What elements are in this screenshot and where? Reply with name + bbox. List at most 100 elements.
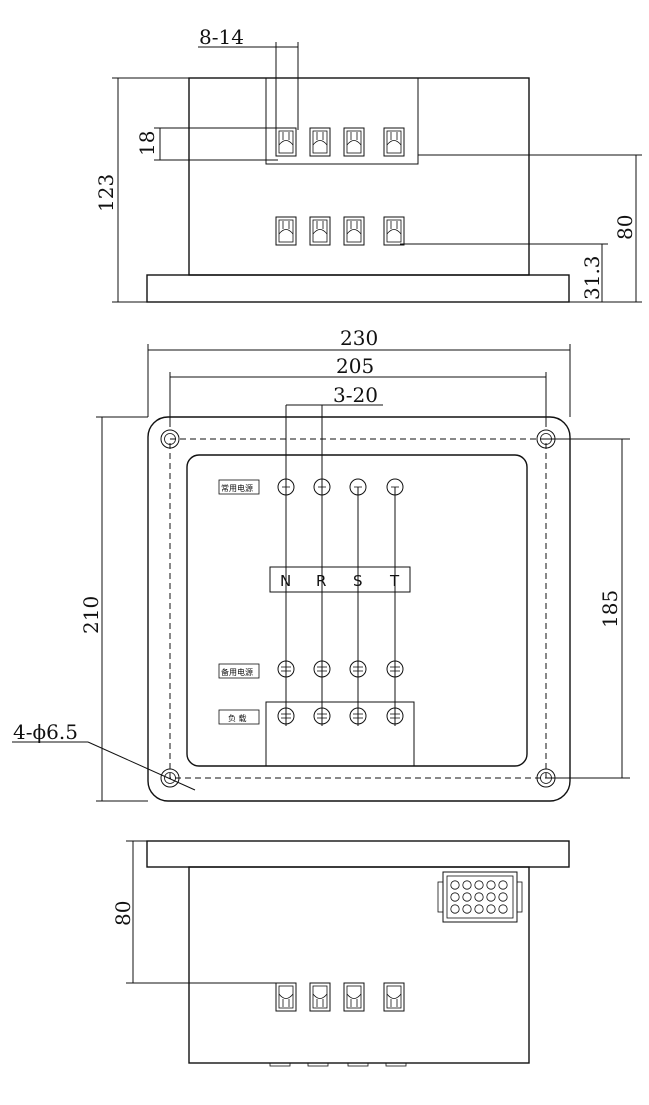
terminal-inner [386, 130, 402, 154]
connector-pin [498, 892, 508, 902]
slotted-terminal [386, 660, 404, 678]
terminal-housing [343, 216, 365, 246]
slotted-terminal [277, 707, 295, 725]
terminal-clamp [278, 993, 294, 999]
top-terminal-row-upper [275, 127, 405, 157]
terminal-column [349, 478, 367, 726]
hole-callout-leader [87, 741, 196, 791]
dim-8-14-text: 8-14 [199, 25, 244, 49]
connector-pin [462, 892, 472, 902]
terminal-housing [275, 216, 297, 246]
slotted-terminal [349, 660, 367, 678]
top-terminal-row-lower [275, 216, 405, 246]
foot [307, 1062, 329, 1067]
terminal-clamp [312, 993, 328, 999]
foot [347, 1062, 369, 1067]
slotted-terminal [349, 707, 367, 725]
screw-terminal [383, 127, 405, 157]
connector-pin [498, 904, 508, 914]
connector-pin [486, 904, 496, 914]
dim-205-text: 205 [336, 354, 374, 378]
slotted-terminal [313, 707, 331, 725]
bottom-terminal-row [275, 982, 405, 1012]
connector-pin [474, 904, 484, 914]
terminal-column [277, 405, 295, 726]
hole-inner [164, 433, 176, 445]
label-backup-power: 备用电源 [221, 667, 253, 677]
bottom-view: 80 [111, 840, 570, 1067]
load-terminal-block [265, 701, 415, 767]
screw-terminal [275, 127, 297, 157]
screw-terminal [309, 127, 331, 157]
bottom-dim-80-text: 80 [111, 901, 135, 926]
front-view: 230 205 3-20 210 185 4-ϕ6.5 常用电源 备用电源 负 … [12, 326, 630, 802]
terminal-inner [278, 219, 294, 243]
label-box-backup-power [218, 663, 260, 679]
front-outer-plate [147, 416, 571, 802]
foot [269, 1062, 291, 1067]
hole-inner [164, 772, 176, 784]
terminal-inner [278, 130, 294, 154]
terminal-inner [386, 985, 402, 1009]
terminal-inner [386, 219, 402, 243]
terminal-clamp [346, 993, 362, 999]
dim-31-3-text: 31.3 [580, 255, 604, 300]
terminal-housing [383, 127, 405, 157]
primary-terminal [349, 478, 367, 496]
primary-terminal [277, 478, 295, 496]
screw-terminal [343, 216, 365, 246]
mounting-hole [160, 768, 180, 788]
screw-terminal [275, 216, 297, 246]
phase-labels: N R S T [280, 572, 400, 590]
terminal-clamp [346, 140, 362, 146]
terminal-clamp [386, 993, 402, 999]
terminal-inner [312, 985, 328, 1009]
screw-terminal [275, 982, 297, 1012]
terminal-clamp [386, 229, 402, 235]
terminal-columns [277, 405, 404, 726]
slotted-terminal [386, 707, 404, 725]
connector-latch [516, 881, 523, 913]
bottom-view-flange [146, 840, 570, 868]
hole-outer [160, 768, 180, 788]
dim-210-text: 210 [79, 596, 103, 634]
top-view-flange [146, 274, 570, 303]
connector-latch [437, 881, 444, 913]
terminal-inner [346, 130, 362, 154]
front-mounting-outline [169, 438, 547, 779]
dim-18-text: 18 [135, 131, 159, 156]
terminal-housing [383, 216, 405, 246]
top-view: 8-14 18 123 80 31.3 [94, 25, 642, 303]
terminal-inner [278, 985, 294, 1009]
bottom-view-body [188, 866, 530, 1064]
terminal-housing [309, 127, 331, 157]
terminal-housing [343, 127, 365, 157]
connector-pin [474, 892, 484, 902]
label-primary-power: 常用电源 [221, 483, 253, 493]
screw-terminal [343, 982, 365, 1012]
connector-housing [442, 871, 518, 923]
slotted-terminal [313, 660, 331, 678]
terminal-housing [275, 982, 297, 1012]
terminal-clamp [278, 229, 294, 235]
terminal-housing [383, 982, 405, 1012]
label-load: 负 载 [228, 713, 247, 723]
terminal-column [313, 405, 331, 726]
connector-pin [450, 880, 460, 890]
terminal-clamp [312, 229, 328, 235]
screw-terminal [343, 127, 365, 157]
terminal-clamp [278, 140, 294, 146]
connector-pin [450, 904, 460, 914]
connector-inner [446, 875, 514, 919]
phase-label: R [316, 572, 326, 590]
terminal-clamp [386, 140, 402, 146]
connector-pin [474, 880, 484, 890]
screw-terminal [383, 216, 405, 246]
terminal-housing [309, 216, 331, 246]
dim-123-text: 123 [94, 174, 118, 212]
screw-terminal [309, 216, 331, 246]
dim-185-text: 185 [598, 590, 622, 628]
connector-pin [486, 892, 496, 902]
terminal-inner [346, 985, 362, 1009]
terminal-housing [309, 982, 331, 1012]
